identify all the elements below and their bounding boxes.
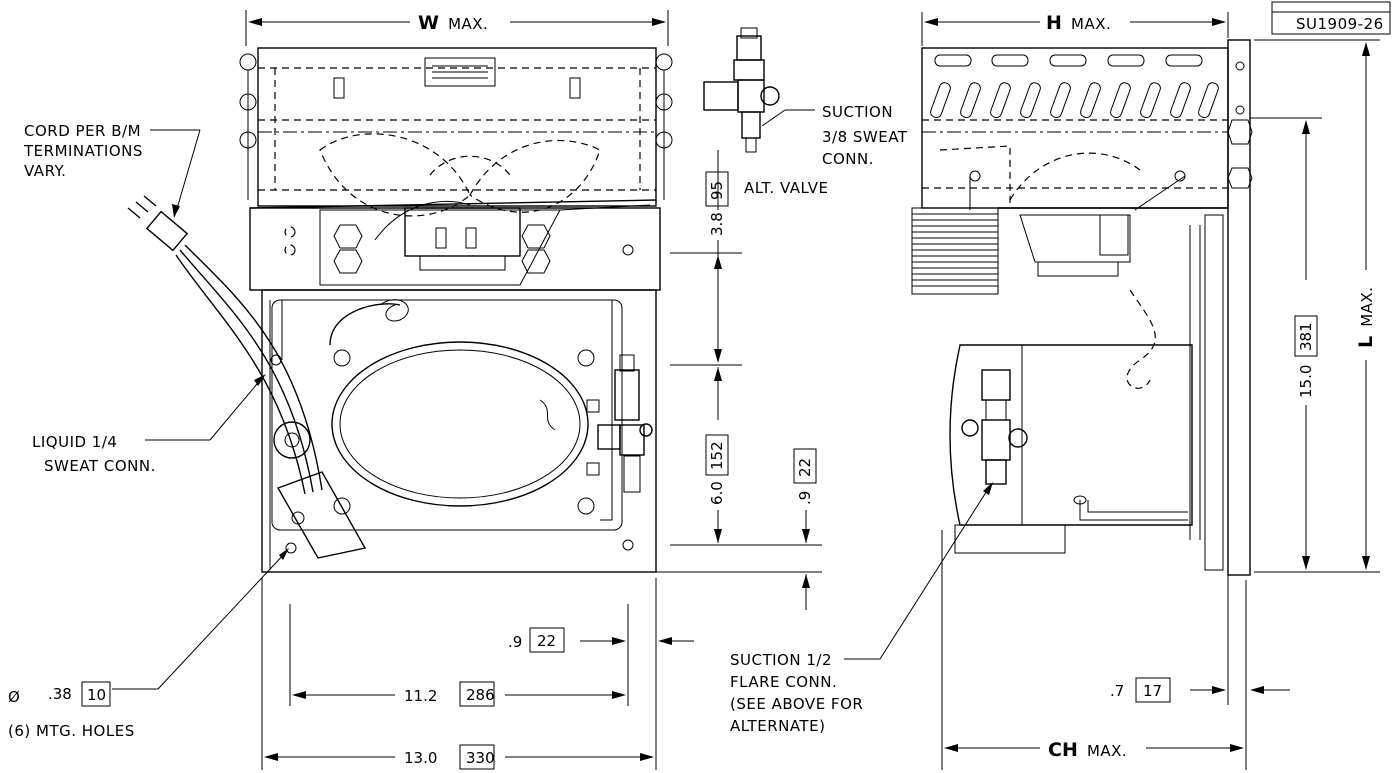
drawing-id: SU1909-26 xyxy=(1296,15,1384,33)
l-max-letter: L xyxy=(1355,336,1377,348)
side-dimensions: H MAX. L MAX. 15.0 381 xyxy=(921,12,1380,770)
cord-label-1: CORD PER B/M xyxy=(24,122,141,140)
suction-flare-label-2: FLARE CONN. xyxy=(730,673,837,691)
hole-size-metric: 10 xyxy=(87,686,106,704)
dim-0-9-horizontal-metric: 22 xyxy=(537,632,556,650)
dim-15-0: 15.0 xyxy=(1297,365,1315,398)
ch-max-suffix: MAX. xyxy=(1087,742,1127,760)
dim-13-0: 13.0 xyxy=(404,749,437,767)
liquid-label-2: SWEAT CONN. xyxy=(44,457,156,475)
drawing-id-block: SU1909-26 xyxy=(1271,1,1391,35)
dim-3-8-metric: 95 xyxy=(708,181,726,200)
condenser-coil xyxy=(911,207,999,295)
suction-flare-label-1: SUCTION 1/2 xyxy=(730,651,832,669)
liquid-label-1: LIQUID 1/4 xyxy=(32,433,117,451)
w-max-suffix: MAX. xyxy=(448,15,488,33)
dim-0-7: .7 xyxy=(1110,682,1124,700)
svg-text:CH MAX.: CH MAX. xyxy=(1048,739,1127,761)
vent-slots xyxy=(930,54,1219,119)
holes-count-label: (6) MTG. HOLES xyxy=(8,722,135,740)
h-max-letter: H xyxy=(1046,12,1062,34)
dim-0-9-vertical: .9 xyxy=(796,491,814,505)
cord-label-2: TERMINATIONS xyxy=(23,142,143,160)
dim-6-0: 6.0 xyxy=(708,481,726,505)
dim-3-8: 3.8 xyxy=(708,212,726,236)
front-dimensions: W MAX. 13.0 330 11.2 286 .9 22 xyxy=(245,10,822,770)
dim-11-2: 11.2 xyxy=(404,687,437,705)
dim-0-7-metric: 17 xyxy=(1143,682,1162,700)
suction-top-label-2: 3/8 SWEAT xyxy=(822,128,908,146)
callouts: CORD PER B/M TERMINATIONS VARY. SUCTION … xyxy=(8,103,993,740)
dim-11-2-metric: 286 xyxy=(466,686,495,704)
alt-valve-detail xyxy=(703,27,815,153)
suction-flare-label-4: ALTERNATE) xyxy=(730,717,825,735)
dim-15-0-metric: 381 xyxy=(1297,322,1315,351)
h-max-suffix: MAX. xyxy=(1071,15,1111,33)
dim-6-0-metric: 152 xyxy=(708,441,726,470)
svg-text:W MAX.: W MAX. xyxy=(418,12,488,34)
suction-top-label-3: CONN. xyxy=(822,150,874,168)
svg-text:L MAX.: L MAX. xyxy=(1355,287,1377,348)
ch-max-letter: CH xyxy=(1048,739,1078,761)
power-plug-icon xyxy=(127,195,189,252)
alt-valve-label: ALT. VALVE xyxy=(744,179,828,197)
cord-label-3: VARY. xyxy=(24,162,66,180)
suction-top-label-1: SUCTION xyxy=(822,103,893,121)
diameter-symbol: Ø xyxy=(8,688,20,706)
nameplate xyxy=(424,57,496,87)
front-view xyxy=(127,47,673,573)
dim-13-0-metric: 330 xyxy=(466,749,495,767)
suction-flare-label-3: (SEE ABOVE FOR xyxy=(730,695,863,713)
svg-text:H MAX.: H MAX. xyxy=(1046,12,1111,34)
l-max-suffix: MAX. xyxy=(1358,287,1376,327)
side-view xyxy=(911,39,1253,576)
dim-0-9-vertical-metric: 22 xyxy=(796,458,814,477)
hole-size: .38 xyxy=(48,685,72,703)
w-max-letter: W xyxy=(418,12,439,34)
dim-0-9-horizontal: .9 xyxy=(508,633,522,651)
